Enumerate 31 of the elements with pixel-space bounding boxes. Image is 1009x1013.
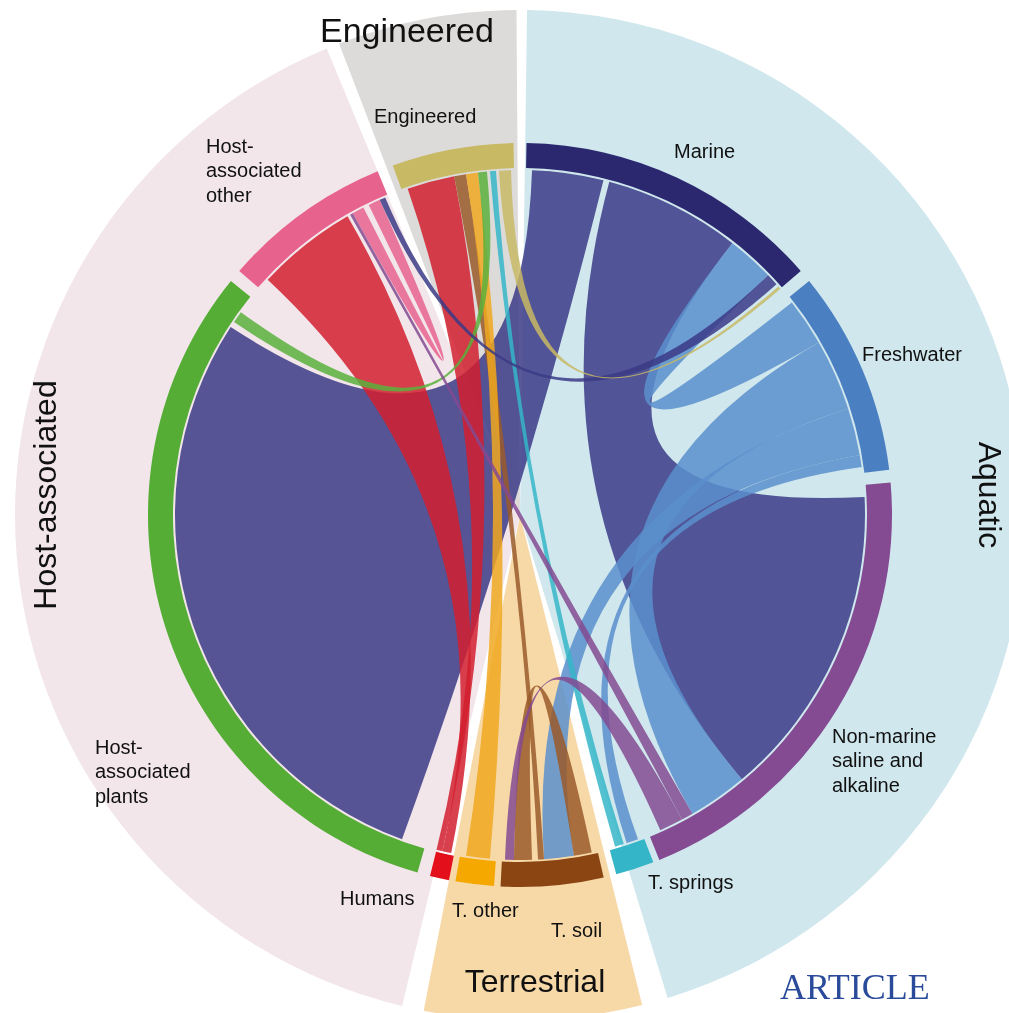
chord-ribbon bbox=[498, 170, 781, 379]
chord-ribbon bbox=[267, 216, 471, 854]
category-label: Engineered bbox=[374, 104, 477, 129]
chord-ribbon bbox=[379, 197, 777, 382]
category-label: Host-associated plants bbox=[95, 735, 192, 809]
category-label: T. soil bbox=[551, 918, 603, 943]
chord-ribbon bbox=[644, 243, 819, 410]
category-label: Freshwater bbox=[862, 342, 963, 367]
chord-ribbon bbox=[352, 199, 444, 361]
chord-ribbon bbox=[629, 342, 849, 814]
category-label: Host-associated other bbox=[206, 134, 303, 208]
chord-ribbon bbox=[601, 455, 862, 844]
chord-ribbon bbox=[489, 170, 624, 847]
category-label: T. springs bbox=[648, 870, 734, 895]
group-label: Aquatic bbox=[971, 440, 1009, 551]
group-label: Host-associated bbox=[26, 379, 64, 612]
group-label: Engineered bbox=[320, 10, 494, 51]
chord-ribbon bbox=[584, 181, 865, 780]
chord-ribbon bbox=[514, 685, 592, 860]
chord-ribbon bbox=[350, 213, 693, 820]
section-header: ARTICLE bbox=[780, 966, 930, 1009]
category-label: Marine bbox=[674, 139, 736, 164]
chord-ribbon bbox=[504, 677, 682, 860]
chord-ribbon bbox=[407, 176, 485, 852]
chord-ribbon bbox=[542, 408, 860, 860]
chord-ribbon bbox=[234, 171, 491, 392]
category-label: Humans bbox=[340, 886, 415, 911]
chord-ribbon bbox=[466, 172, 503, 859]
group-label: Terrestrial bbox=[463, 962, 607, 1001]
category-label: Non-marine saline and alkaline bbox=[832, 724, 938, 798]
category-label: T. other bbox=[452, 898, 519, 923]
